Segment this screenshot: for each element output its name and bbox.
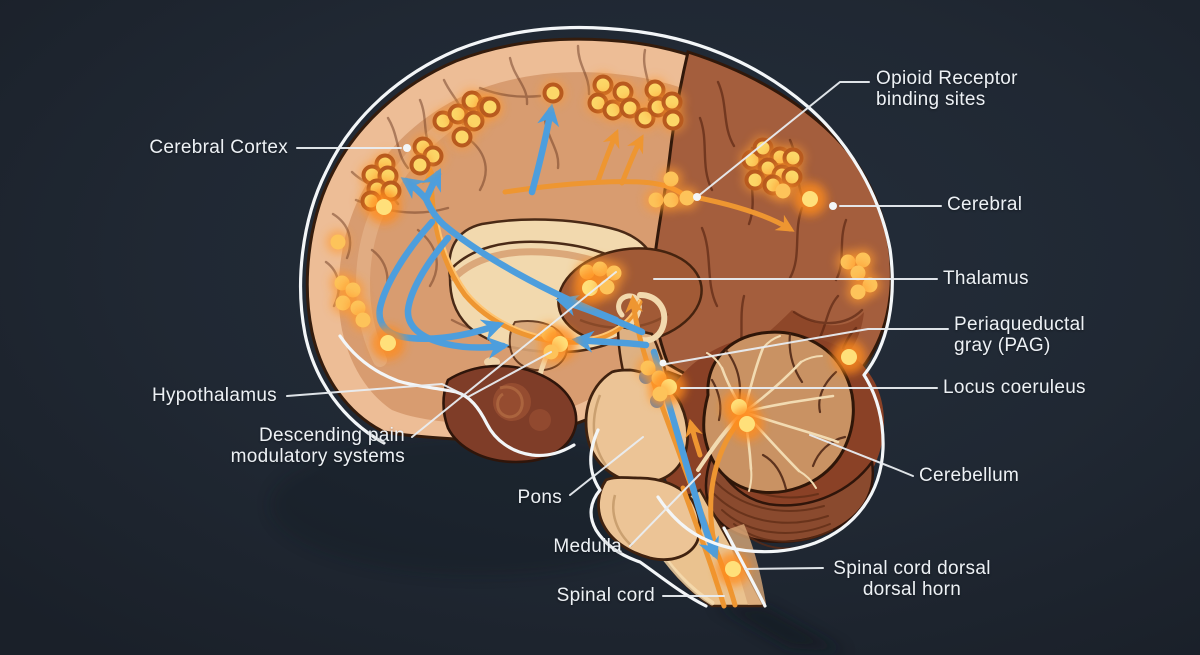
leader-descending-pain <box>411 271 617 438</box>
temporal-region <box>442 364 578 464</box>
drop-shadows <box>270 435 846 652</box>
label-locus-coeruleus: Locus coeruleus <box>943 377 1086 398</box>
leader-pons <box>569 436 644 496</box>
leader-hypothalamus <box>286 351 552 398</box>
label-medulla: Medulla <box>553 536 622 557</box>
leader-cerebellum <box>809 434 914 477</box>
label-thalamus: Thalamus <box>943 268 1029 289</box>
leader-pag <box>665 328 949 365</box>
leader-opioid-receptor <box>696 81 870 198</box>
label-pons: Pons <box>517 487 562 508</box>
brain-outline <box>298 26 894 608</box>
leader-spinal-dorsal <box>744 567 824 570</box>
gyri-lines <box>324 44 864 373</box>
label-cerebellum: Cerebellum <box>919 465 1020 486</box>
leader-lines <box>286 81 949 597</box>
label-spinal-cord: Spinal cord <box>556 585 655 606</box>
leader-medulla <box>629 473 701 547</box>
label-cerebral-cortex: Cerebral Cortex <box>149 137 288 158</box>
label-hypothalamus: Hypothalamus <box>151 385 277 406</box>
label-cerebral: Cerebral <box>947 194 1023 215</box>
